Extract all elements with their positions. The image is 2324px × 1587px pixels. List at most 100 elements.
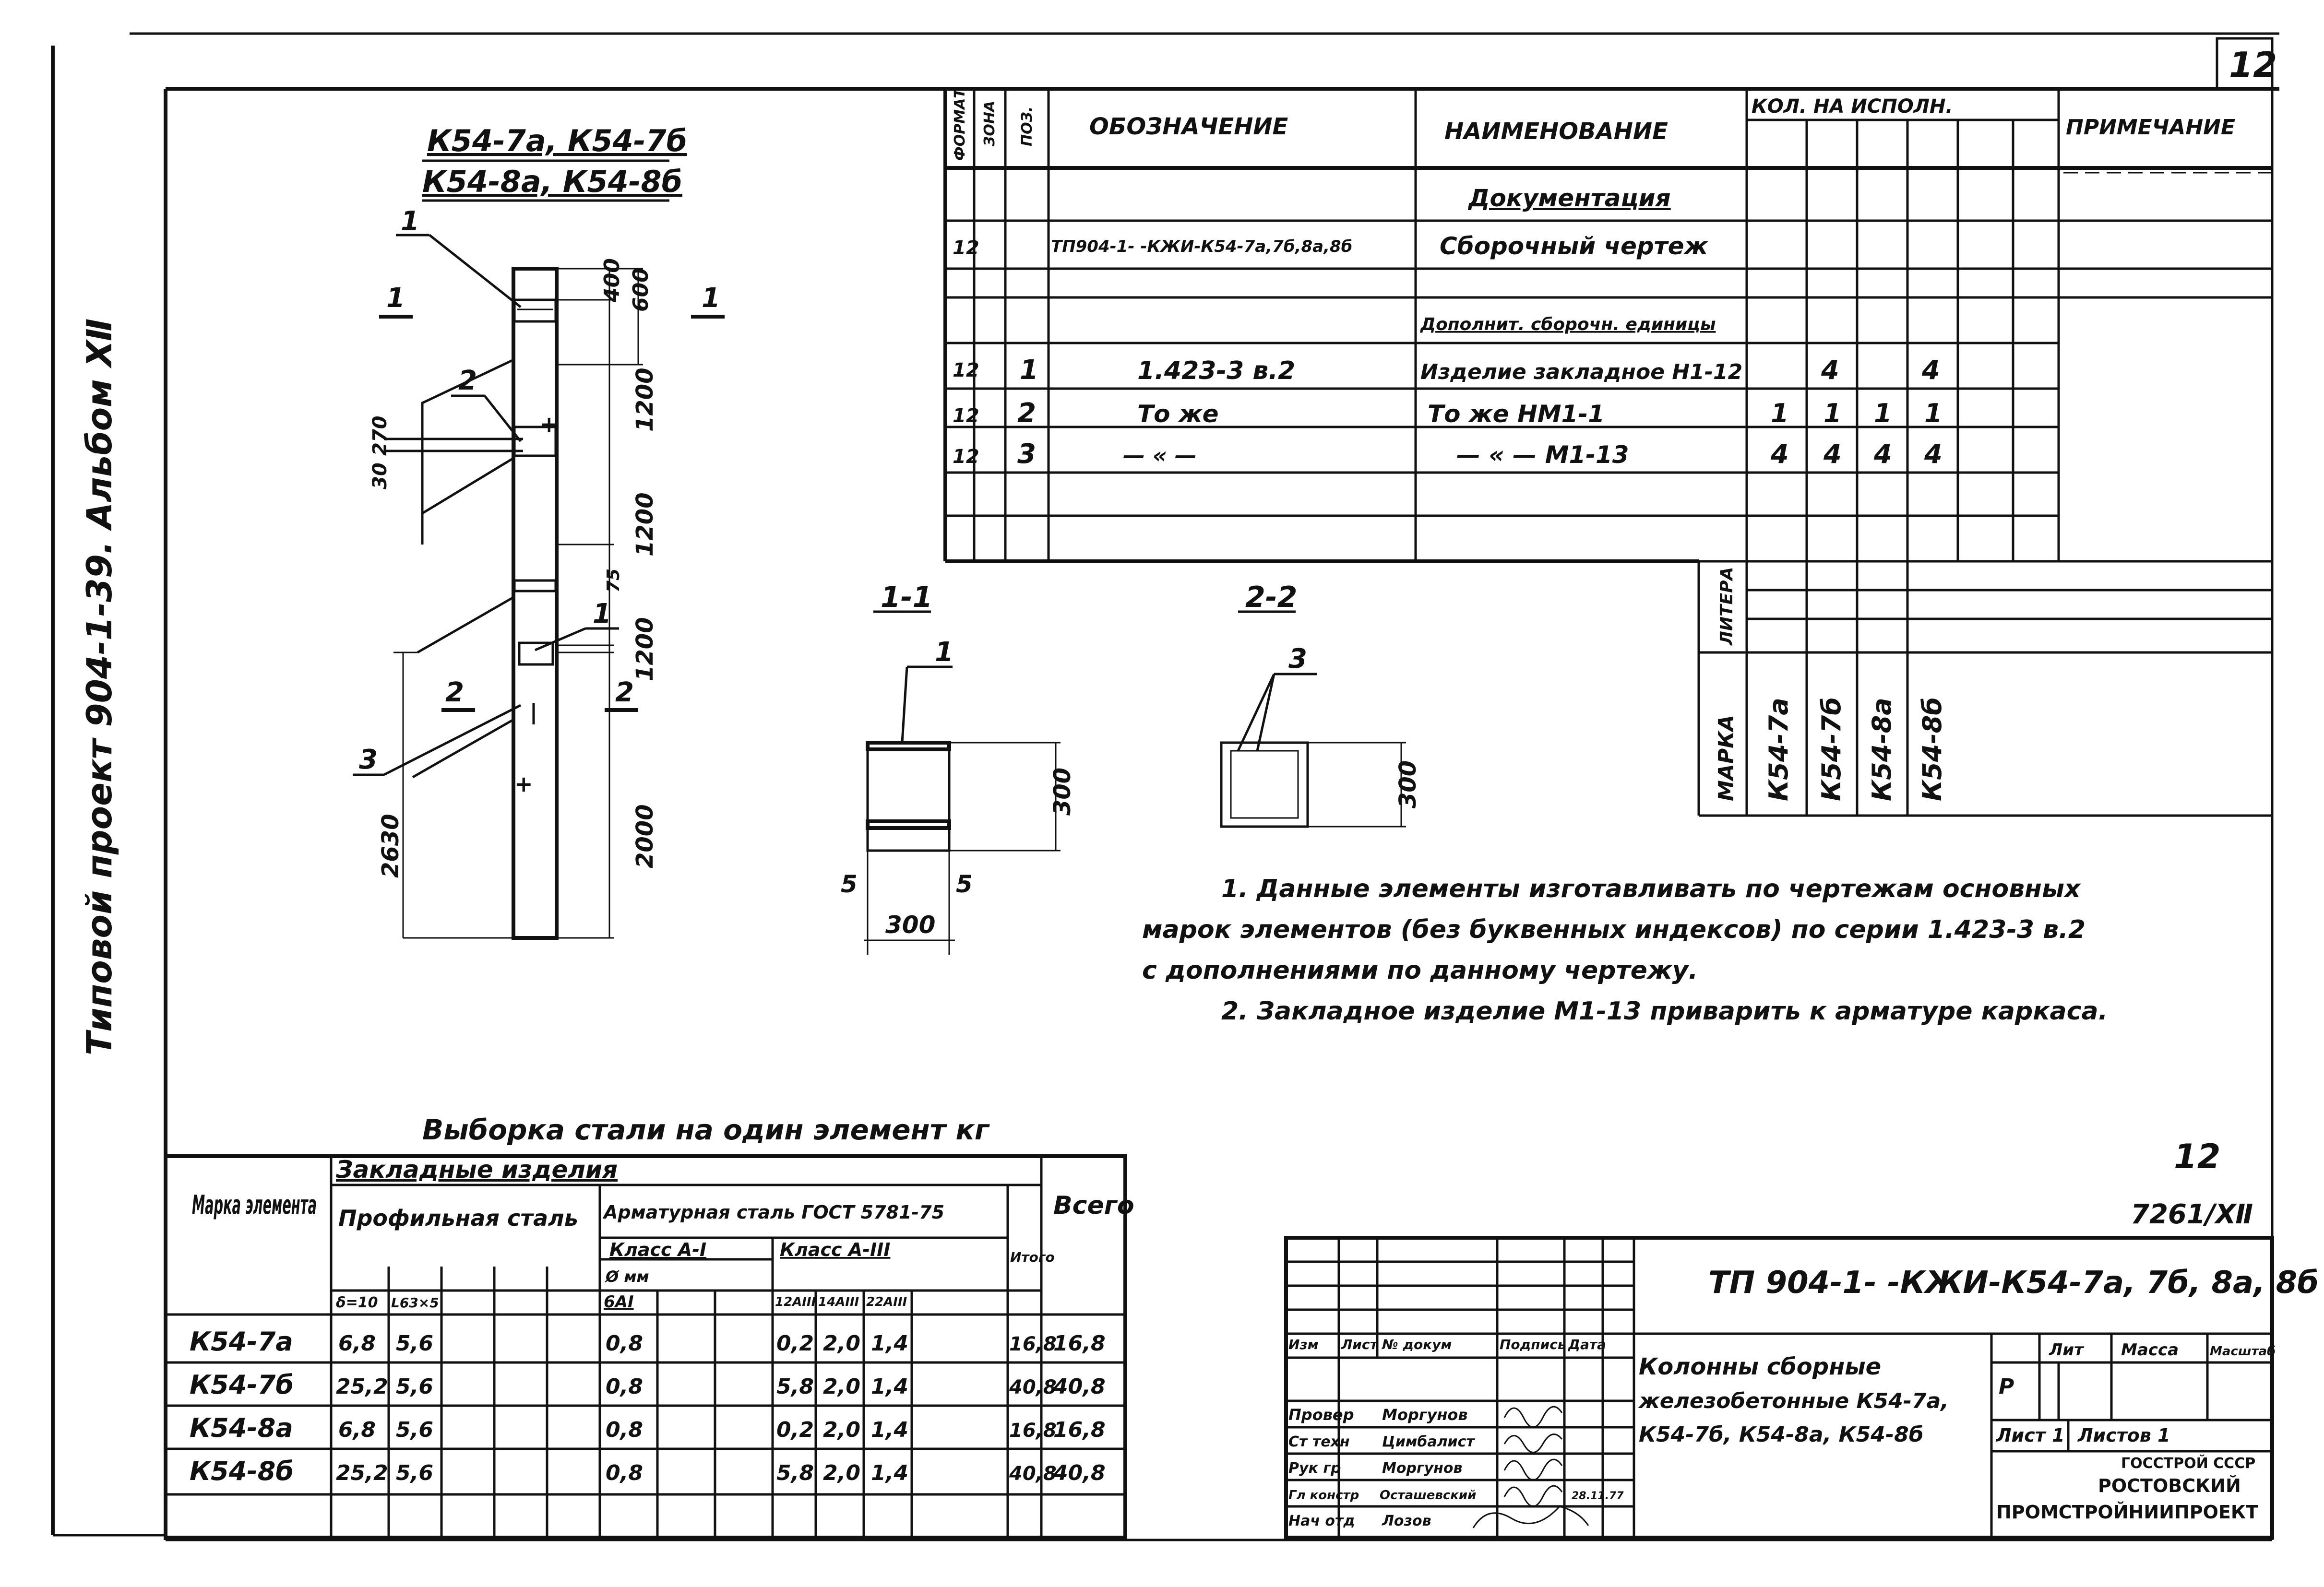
mark-column-label: К54-7а (1764, 698, 1794, 801)
tb-lit-value: Р (1999, 1374, 2014, 1399)
steel-cell: 5,6 (396, 1418, 433, 1442)
dim-right-1: 400 (600, 258, 624, 303)
spec-row-qty: 1 (1874, 398, 1892, 428)
section-1-dim-width: 300 (885, 911, 935, 939)
tb-sheet: Лист 1 (1996, 1425, 2064, 1446)
spec-row-name: Документация (1467, 184, 1671, 212)
steel-cell: 0,8 (606, 1418, 643, 1442)
drawing-title-line2: К54-8а, К54-8б (422, 164, 682, 199)
steel-sub-header: 6АI (604, 1292, 634, 1312)
section-1-label: 1-1 (881, 580, 932, 614)
section-1-callout: 1 (935, 637, 953, 668)
steel-cell: 2,0 (823, 1418, 860, 1442)
spec-row-name: Изделие закладное Н1-12 (1420, 360, 1742, 384)
tb-role: Провер (1288, 1406, 1354, 1424)
section-mark-1-left: 1 (386, 283, 405, 314)
bottom-sheet-number: 12 (2174, 1137, 2220, 1176)
litera-label: ЛИТЕРА (1717, 567, 1737, 646)
spec-row-qty: 4 (1821, 355, 1839, 385)
steel-cell-mark: К54-8б (190, 1456, 294, 1486)
steel-cell: 16,8 (1009, 1420, 1057, 1442)
steel-cell: 0,8 (606, 1461, 643, 1485)
mark-column-label: К54-7б (1816, 697, 1847, 801)
section-2-label: 2-2 (1245, 580, 1297, 614)
tb-sheets: Листов 1 (2077, 1425, 2170, 1446)
spec-row-qty: 4 (1921, 355, 1940, 385)
steel-cell: 5,6 (396, 1461, 433, 1485)
spec-row-name: Сборочный чертеж (1440, 232, 1709, 260)
spec-row-designation: — « — (1123, 442, 1197, 468)
note-2: 2. Закладное изделие М1-13 приварить к а… (1221, 997, 2108, 1026)
page-number-box (2216, 37, 2274, 90)
section-1-edge-left: 5 (841, 870, 858, 898)
callout-1: 1 (401, 206, 419, 237)
dim-left-1: 30 (369, 462, 391, 489)
hole-icon: + (514, 771, 533, 797)
steel-cell: 16,8 (1053, 1418, 1106, 1442)
steel-cell: 2,0 (823, 1461, 860, 1485)
steel-sub-header: 22АIII (866, 1295, 907, 1309)
spec-row-designation: То же (1137, 400, 1219, 428)
callout-2: 2 (458, 365, 477, 396)
spec-row-qty: 1 (1924, 398, 1943, 428)
steel-cell: 16,8 (1053, 1331, 1106, 1356)
steel-cell: 6,8 (338, 1331, 376, 1356)
hole-icon: + (540, 411, 559, 437)
steel-cell: 25,2 (336, 1461, 388, 1485)
product-name-line1: Колонны сборные (1639, 1353, 1881, 1380)
steel-cell: 5,6 (396, 1374, 433, 1399)
spec-row-pos: 3 (1017, 438, 1036, 470)
steel-cell: 5,6 (396, 1331, 433, 1356)
tb-head-list: Лист (1341, 1337, 1378, 1352)
tb-person: Лозов (1382, 1513, 1431, 1529)
spec-row-pos: 1 (1020, 355, 1038, 386)
section-1-edge-right: 5 (956, 870, 973, 898)
spec-row-format: 12 (953, 405, 979, 427)
steel-cell: 1,4 (871, 1461, 908, 1485)
steel-cell: 0,8 (606, 1331, 643, 1356)
steel-cell: 2,0 (823, 1374, 860, 1399)
steel-cell: 0,8 (606, 1374, 643, 1399)
spec-row-format: 12 (953, 237, 979, 259)
spec-row-name: — « — М1-13 (1456, 441, 1629, 469)
steel-row: К54-8а 6,8 5,6 0,8 0,2 2,0 1,4 16,8 16,8 (190, 1413, 1106, 1443)
dim-right-2: 600 (629, 268, 653, 312)
note-1-line-3: с дополнениями по данному чертежу. (1142, 956, 1698, 985)
spec-header-designation: ОБОЗНАЧЕНИЕ (1089, 113, 1288, 140)
tb-scale-label: Масштаб (2210, 1344, 2276, 1359)
spec-header-pos: ПОЗ. (1019, 107, 1036, 146)
callout-leaders (353, 234, 619, 776)
spec-row-format: 12 (953, 359, 979, 381)
steel-cell-mark: К54-7а (190, 1326, 293, 1357)
inventory-number: 7261/Ⅻ (2131, 1199, 2253, 1230)
tb-head-date: Дата (1568, 1337, 1606, 1352)
tb-person: Осташевский (1380, 1488, 1476, 1503)
org-line1: ГОССТРОЙ СССР (2121, 1455, 2255, 1472)
mark-column-label: К54-8б (1917, 697, 1947, 801)
note-1-line-1: 1. Данные элементы изготавливать по черт… (1221, 875, 2081, 903)
spec-header-zone: ЗОНА (981, 101, 998, 147)
spec-header-qty: КОЛ. НА ИСПОЛН. (1752, 95, 1953, 118)
section-mark-1-right: 1 (702, 283, 720, 314)
dim-right-5: 1200 (632, 617, 658, 681)
dim-small: 75 (604, 568, 623, 592)
drawing-title-line1: К54-7а, К54-7б (427, 123, 687, 158)
steel-header-diam: Ø мм (605, 1267, 649, 1286)
spec-row-designation: 1.423-3 в.2 (1137, 356, 1295, 385)
tb-role: Рук гр (1288, 1460, 1341, 1477)
steel-cell: 25,2 (336, 1374, 388, 1399)
spec-table-grid (943, 89, 2272, 817)
spec-row-name: То же НМ1-1 (1428, 400, 1605, 428)
steel-header-itogo: Итого (1010, 1249, 1055, 1265)
org-line3: ПРОМСТРОЙНИИПРОЕКТ (1996, 1502, 2258, 1523)
spec-row-qty: 1 (1823, 398, 1842, 428)
spec-row-pos: 2 (1017, 398, 1036, 429)
tb-head-doc: № докум (1381, 1337, 1452, 1352)
callout-4: 1 (593, 598, 611, 629)
signature-marks (1472, 1406, 1589, 1528)
dim-right-6: 2000 (632, 804, 658, 868)
mark-column-label: К54-8а (1867, 698, 1897, 801)
spec-header-name: НАИМЕНОВАНИЕ (1444, 118, 1668, 145)
steel-cell: 6,8 (338, 1418, 376, 1442)
